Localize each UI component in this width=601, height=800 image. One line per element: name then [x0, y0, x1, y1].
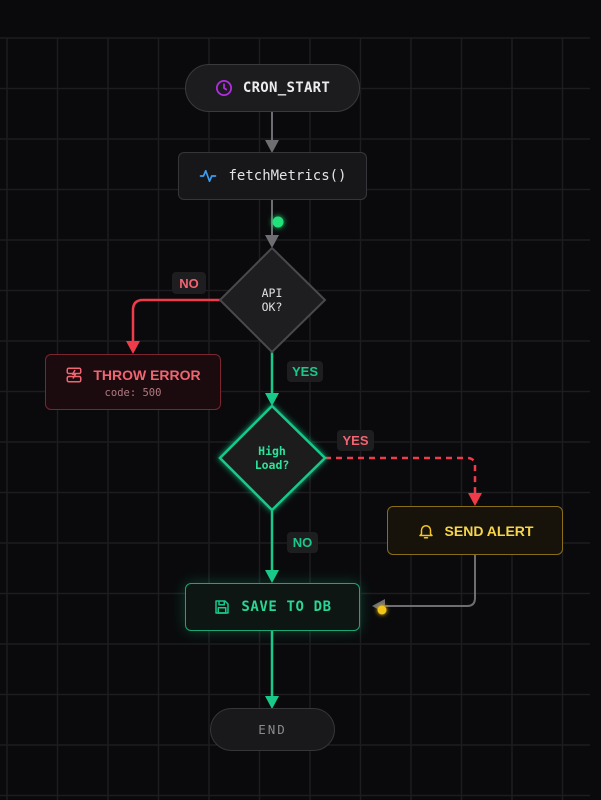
decision-high-load-shape[interactable]: [218, 404, 327, 512]
save-floppy-icon: [213, 598, 231, 616]
node-label: CRON_START: [242, 80, 331, 96]
edge-label-load-yes: YES: [337, 430, 374, 451]
edge-load-yes-to-alert: [325, 456, 482, 506]
server-crash-icon: [65, 366, 83, 384]
line-1: API: [261, 286, 283, 300]
decision-api-ok-label: API OK?: [242, 286, 302, 314]
activity-pulse-icon: [198, 167, 218, 185]
node-label: SAVE TO DB: [241, 599, 332, 615]
node-label: fetchMetrics(): [228, 168, 347, 184]
edge-label-load-no: NO: [287, 532, 318, 553]
line-2: OK?: [261, 300, 283, 314]
edge-api-no-to-error: [126, 298, 220, 354]
node-save-to-db[interactable]: SAVE TO DB: [185, 583, 360, 631]
data-flow-dot: [272, 216, 284, 228]
node-end[interactable]: END: [210, 708, 335, 751]
data-flow-dot: [377, 605, 387, 615]
line-1: High: [258, 444, 286, 458]
edge-cron-to-fetch: [265, 112, 279, 153]
edge-load-no-to-save: [265, 509, 279, 583]
node-label: THROW ERROR: [93, 366, 201, 383]
edge-save-to-end: [265, 631, 279, 709]
edge-alert-to-save: [372, 555, 476, 615]
error-code: code: 500: [104, 386, 162, 399]
node-cron-start[interactable]: CRON_START: [185, 64, 360, 112]
line-2: Load?: [254, 458, 290, 472]
edge-api-yes-to-load: [265, 351, 279, 406]
node-label: SEND ALERT: [444, 522, 534, 539]
node-fetch-metrics[interactable]: fetchMetrics(): [178, 152, 367, 200]
bell-icon: [417, 522, 435, 540]
clock-icon: [215, 79, 233, 97]
node-send-alert[interactable]: SEND ALERT: [387, 506, 563, 555]
decision-high-load-label: High Load?: [242, 444, 302, 472]
node-label: END: [258, 722, 287, 737]
edge-fetch-to-api: [265, 200, 284, 248]
node-throw-error[interactable]: THROW ERROR code: 500: [45, 354, 221, 410]
decision-api-ok-shape[interactable]: [218, 246, 327, 354]
edge-label-api-no: NO: [172, 272, 206, 294]
edge-label-api-yes: YES: [287, 361, 323, 382]
node-title-row: THROW ERROR: [65, 366, 201, 384]
